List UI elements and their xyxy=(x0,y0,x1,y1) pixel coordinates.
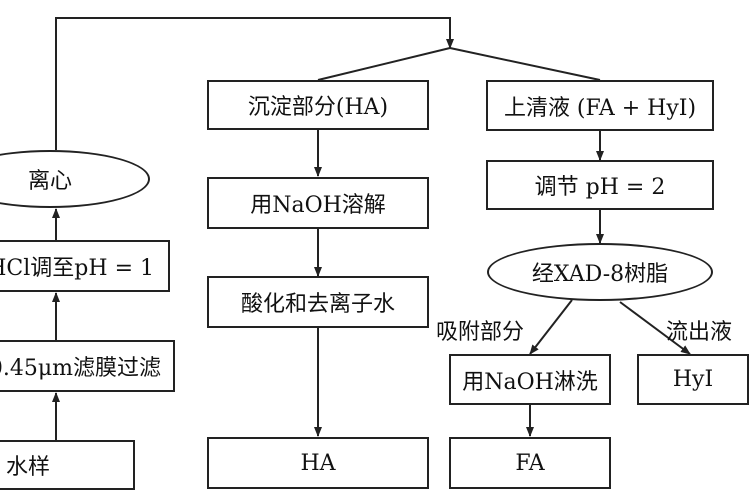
node-fa: FA xyxy=(449,437,611,489)
node-sample: 水样 xyxy=(0,440,135,490)
arrow-resin-to-hyi xyxy=(619,301,691,355)
line-centrifuge-to-top xyxy=(55,17,454,150)
node-acidify: 酸化和去离子水 xyxy=(207,276,429,328)
node-ha: HA xyxy=(207,437,429,489)
node-supernatant: 上清液 (FA + HyI) xyxy=(486,80,714,131)
arrow-resin-to-wash xyxy=(529,299,573,355)
node-precipitate: 沉淀部分(HA) xyxy=(207,80,429,130)
line-split-to-precipitate xyxy=(317,47,451,81)
node-hyi: HyI xyxy=(637,354,749,405)
label-effluent: 流出液 xyxy=(666,320,733,345)
label-adsorbed: 吸附部分 xyxy=(436,320,525,345)
node-filter: 0.45μm滤膜过滤 xyxy=(0,340,175,392)
node-wash: 用NaOH淋洗 xyxy=(449,354,611,405)
node-adjust-ph1: HCl调至pH = 1 xyxy=(0,240,170,292)
node-resin: 经XAD-8树脂 xyxy=(487,243,713,301)
line-split-to-supernatant xyxy=(449,47,601,81)
node-adjust-ph2: 调节 pH = 2 xyxy=(486,160,714,210)
node-dissolve: 用NaOH溶解 xyxy=(207,177,429,229)
